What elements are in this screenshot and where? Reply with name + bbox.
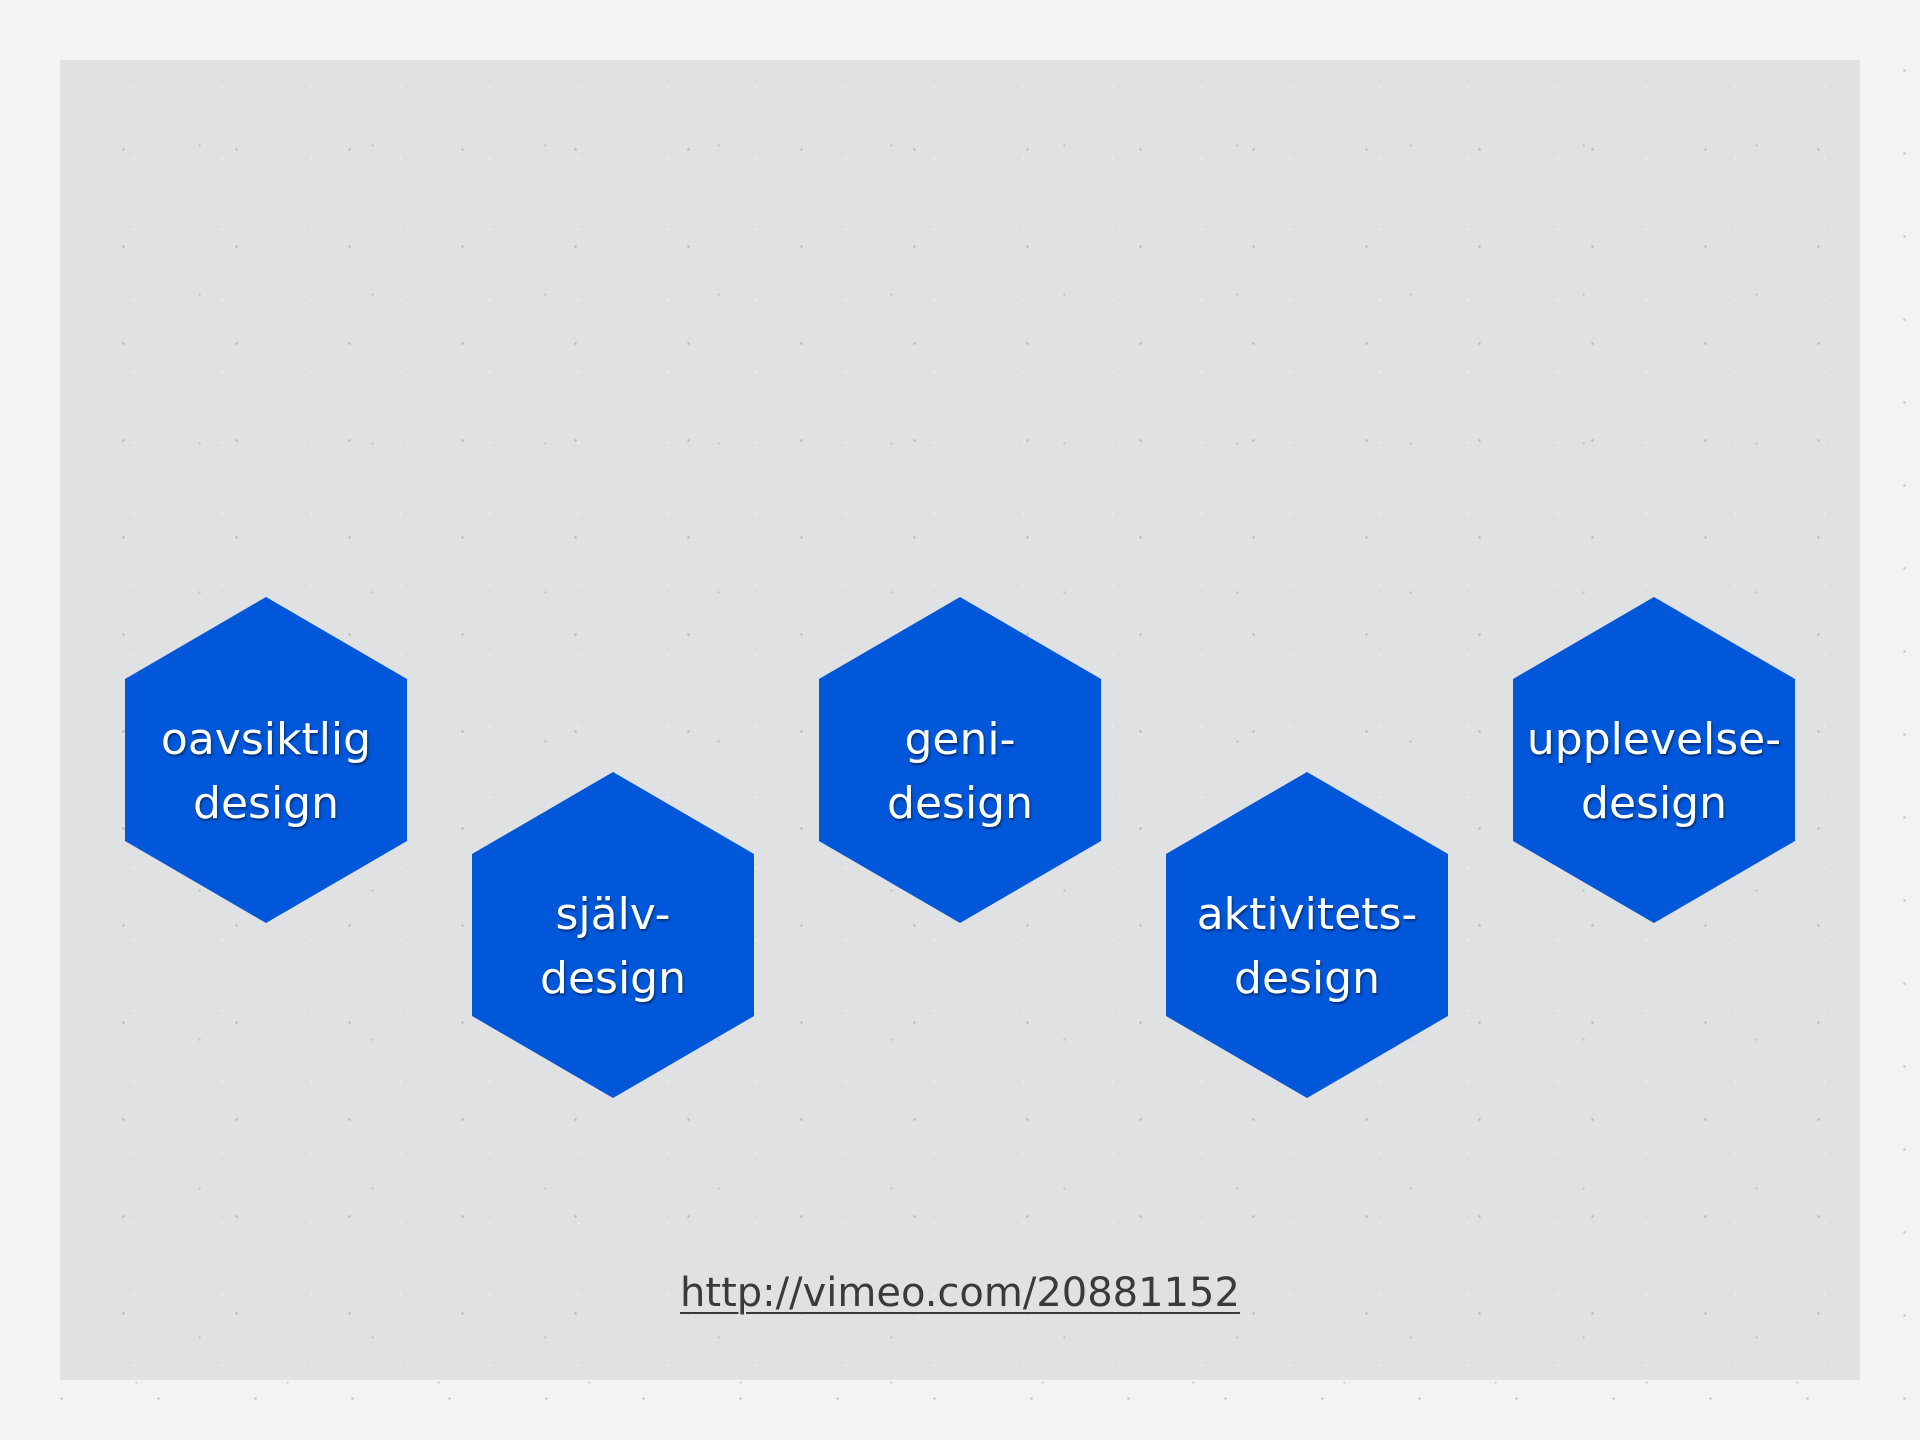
hexagon-label-line-1: själv- — [555, 889, 670, 940]
hexagon-shape — [1513, 597, 1795, 923]
hexagon-label-line-1: geni- — [905, 714, 1016, 765]
hexagon-label-line-1: oavsiktlig — [161, 714, 371, 765]
hexagon-aktivitets: aktivitets- design — [1166, 772, 1448, 1098]
hexagon-label-line-2: design — [1581, 778, 1727, 829]
hexagon-label-line-2: design — [887, 778, 1033, 829]
hexagon-oavsiktlig: oavsiktlig design — [125, 597, 407, 923]
hexagon-label-line-1: upplevelse- — [1527, 714, 1781, 765]
hexagon-shape — [819, 597, 1101, 923]
hexagon-sjalv: själv- design — [472, 772, 754, 1098]
hexagon-shape — [472, 772, 754, 1098]
hexagon-label-line-2: design — [193, 778, 339, 829]
hexagon-geni: geni- design — [819, 597, 1101, 923]
hexagon-shape — [1166, 772, 1448, 1098]
source-link[interactable]: http://vimeo.com/20881152 — [680, 1270, 1240, 1316]
hexagon-shape — [125, 597, 407, 923]
hexagon-label-line-2: design — [1234, 953, 1380, 1004]
hexagon-label-line-1: aktivitets- — [1197, 889, 1418, 940]
hexagon-upplevelse: upplevelse- design — [1513, 597, 1795, 923]
hexagon-label-line-2: design — [540, 953, 686, 1004]
